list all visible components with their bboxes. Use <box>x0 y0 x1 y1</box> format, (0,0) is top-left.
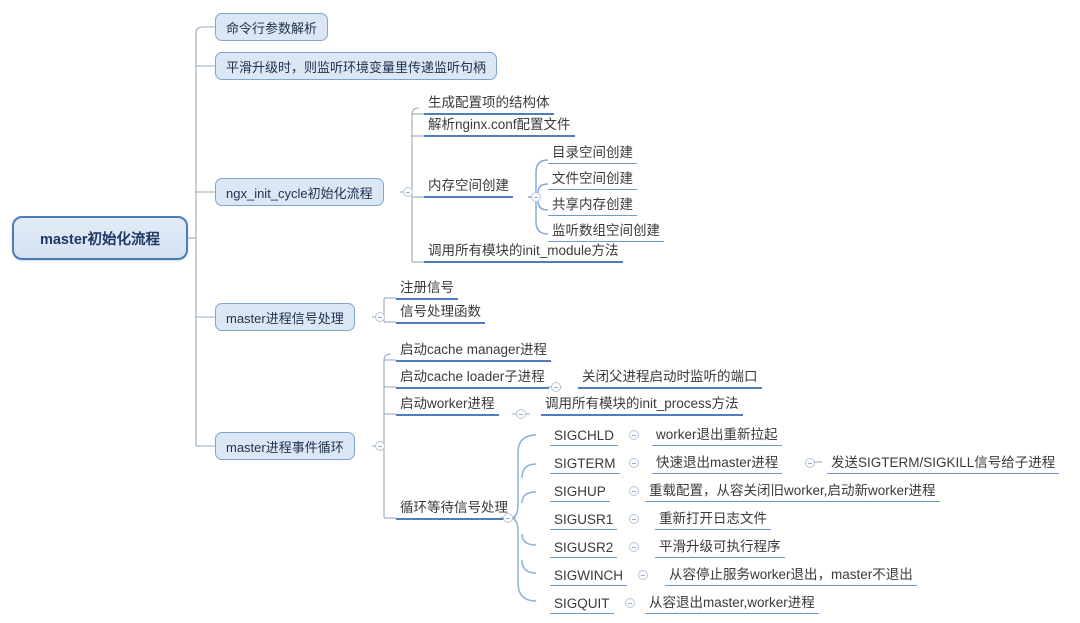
node-label: 发送SIGTERM/SIGKILL信号给子进程 <box>831 455 1056 470</box>
node-label: 启动cache loader子进程 <box>400 369 545 384</box>
signal-desc-sigquit[interactable]: 从容退出master,worker进程 <box>645 592 819 614</box>
event-child-cache-loader[interactable]: 启动cache loader子进程 <box>396 366 549 389</box>
node-label: 快速退出master进程 <box>656 455 779 470</box>
signal-desc-sigterm[interactable]: 快速退出master进程 <box>652 452 783 474</box>
node-label: 共享内存创建 <box>552 197 633 212</box>
collapse-toggle-event-loop[interactable] <box>375 441 385 451</box>
collapse-toggle-sigterm-sub[interactable] <box>805 458 815 468</box>
node-label: 从容退出master,worker进程 <box>649 595 815 610</box>
node-label: 从容停止服务worker退出，master不退出 <box>669 567 913 582</box>
node-label: 内存空间创建 <box>428 178 509 193</box>
event-child-worker[interactable]: 启动worker进程 <box>396 393 499 416</box>
branch-label: 命令行参数解析 <box>226 20 318 36</box>
branch-label: master进程事件循环 <box>226 439 344 455</box>
branch-node-signal-handling[interactable]: master进程信号处理 <box>215 303 355 331</box>
signal-desc-sigchld[interactable]: worker退出重新拉起 <box>652 424 782 446</box>
root-node[interactable]: master初始化流程 <box>12 216 188 260</box>
signal-name: SIGUSR1 <box>554 512 614 527</box>
signal-row-sigterm[interactable]: SIGTERM <box>550 452 620 474</box>
collapse-toggle-signal-loop[interactable] <box>503 513 513 523</box>
branch-label: master进程信号处理 <box>226 310 344 326</box>
node-label: 启动cache manager进程 <box>400 342 548 357</box>
node-label: 重载配置，从容关闭旧worker,启动新worker进程 <box>649 483 936 498</box>
signal-row-sigusr2[interactable]: SIGUSR2 <box>550 536 618 558</box>
signal-name: SIGQUIT <box>554 596 610 611</box>
signal-name: SIGHUP <box>554 484 606 499</box>
node-label: 监听数组空间创建 <box>552 223 660 238</box>
signal-name: SIGTERM <box>554 456 616 471</box>
collapse-toggle-ngx-init-cycle[interactable] <box>403 187 413 197</box>
signal-desc-sigwinch[interactable]: 从容停止服务worker退出，master不退出 <box>665 564 917 586</box>
node-label: 目录空间创建 <box>552 145 633 160</box>
branch-label: ngx_init_cycle初始化流程 <box>226 185 373 201</box>
branch-node-command-line[interactable]: 命令行参数解析 <box>215 13 329 41</box>
node-label: 平滑升级可执行程序 <box>659 539 781 554</box>
node-label: 关闭父进程启动时监听的端口 <box>582 369 758 384</box>
collapse-toggle-sigterm[interactable] <box>629 458 639 468</box>
ngx-child-init-module[interactable]: 调用所有模块的init_module方法 <box>424 240 623 263</box>
branch-node-smooth-upgrade[interactable]: 平滑升级时，则监听环境变量里传递监听句柄 <box>215 52 498 80</box>
branch-label: 平滑升级时，则监听环境变量里传递监听句柄 <box>226 59 487 75</box>
collapse-toggle-sigusr1[interactable] <box>629 514 639 524</box>
signal-desc-sighup[interactable]: 重载配置，从容关闭旧worker,启动新worker进程 <box>645 480 940 502</box>
node-label: 信号处理函数 <box>400 304 481 319</box>
ngx-child-config-struct[interactable]: 生成配置项的结构体 <box>424 92 554 115</box>
signal-row-sigquit[interactable]: SIGQUIT <box>550 592 614 614</box>
signal-desc-sigusr1[interactable]: 重新打开日志文件 <box>655 508 771 530</box>
node-label: 文件空间创建 <box>552 171 633 186</box>
node-label: worker退出重新拉起 <box>656 427 778 442</box>
branch-node-event-loop[interactable]: master进程事件循环 <box>215 432 355 460</box>
signal-child-handler[interactable]: 信号处理函数 <box>396 301 485 324</box>
signal-child-register[interactable]: 注册信号 <box>396 277 458 300</box>
collapse-toggle-worker[interactable] <box>516 409 526 419</box>
ngx-child-parse-conf[interactable]: 解析nginx.conf配置文件 <box>424 114 575 137</box>
signal-desc-sigusr2[interactable]: 平滑升级可执行程序 <box>655 536 785 558</box>
node-label: 启动worker进程 <box>400 396 495 411</box>
signal-row-sigusr1[interactable]: SIGUSR1 <box>550 508 618 530</box>
signal-name: SIGUSR2 <box>554 540 614 555</box>
signal-name: SIGWINCH <box>554 568 623 583</box>
memory-child-directory[interactable]: 目录空间创建 <box>548 143 637 164</box>
event-child-cache-manager[interactable]: 启动cache manager进程 <box>396 339 552 362</box>
collapse-toggle-memory-space[interactable] <box>531 192 541 202</box>
collapse-toggle-sigquit[interactable] <box>625 598 635 608</box>
root-label: master初始化流程 <box>39 231 161 248</box>
collapse-toggle-cache-loader[interactable] <box>551 382 561 392</box>
signal-row-sigwinch[interactable]: SIGWINCH <box>550 564 627 586</box>
node-label: 循环等待信号处理 <box>400 500 508 515</box>
memory-child-shared[interactable]: 共享内存创建 <box>548 195 637 216</box>
event-child-signal-loop[interactable]: 循环等待信号处理 <box>396 497 512 520</box>
memory-child-listen-array[interactable]: 监听数组空间创建 <box>548 221 664 242</box>
node-label: 生成配置项的结构体 <box>428 95 550 110</box>
collapse-toggle-sigchld[interactable] <box>629 430 639 440</box>
cache-loader-child-close-port[interactable]: 关闭父进程启动时监听的端口 <box>578 366 762 389</box>
collapse-toggle-sighup[interactable] <box>629 486 639 496</box>
node-label: 调用所有模块的init_process方法 <box>545 396 739 411</box>
signal-row-sigchld[interactable]: SIGCHLD <box>550 424 619 446</box>
node-label: 调用所有模块的init_module方法 <box>428 243 619 258</box>
node-label: 解析nginx.conf配置文件 <box>428 117 571 132</box>
collapse-toggle-sigwinch[interactable] <box>638 570 648 580</box>
signal-row-sighup[interactable]: SIGHUP <box>550 480 610 502</box>
collapse-toggle-signal-handling[interactable] <box>375 312 385 322</box>
branch-node-ngx-init-cycle[interactable]: ngx_init_cycle初始化流程 <box>215 178 384 206</box>
signal-name: SIGCHLD <box>554 428 615 443</box>
collapse-toggle-sigusr2[interactable] <box>629 542 639 552</box>
node-label: 重新打开日志文件 <box>659 511 767 526</box>
memory-child-file[interactable]: 文件空间创建 <box>548 169 637 190</box>
worker-child-init-process[interactable]: 调用所有模块的init_process方法 <box>541 393 743 416</box>
node-label: 注册信号 <box>400 280 454 295</box>
signal-desc2-sigterm[interactable]: 发送SIGTERM/SIGKILL信号给子进程 <box>827 452 1060 474</box>
ngx-child-memory-space[interactable]: 内存空间创建 <box>424 175 513 198</box>
